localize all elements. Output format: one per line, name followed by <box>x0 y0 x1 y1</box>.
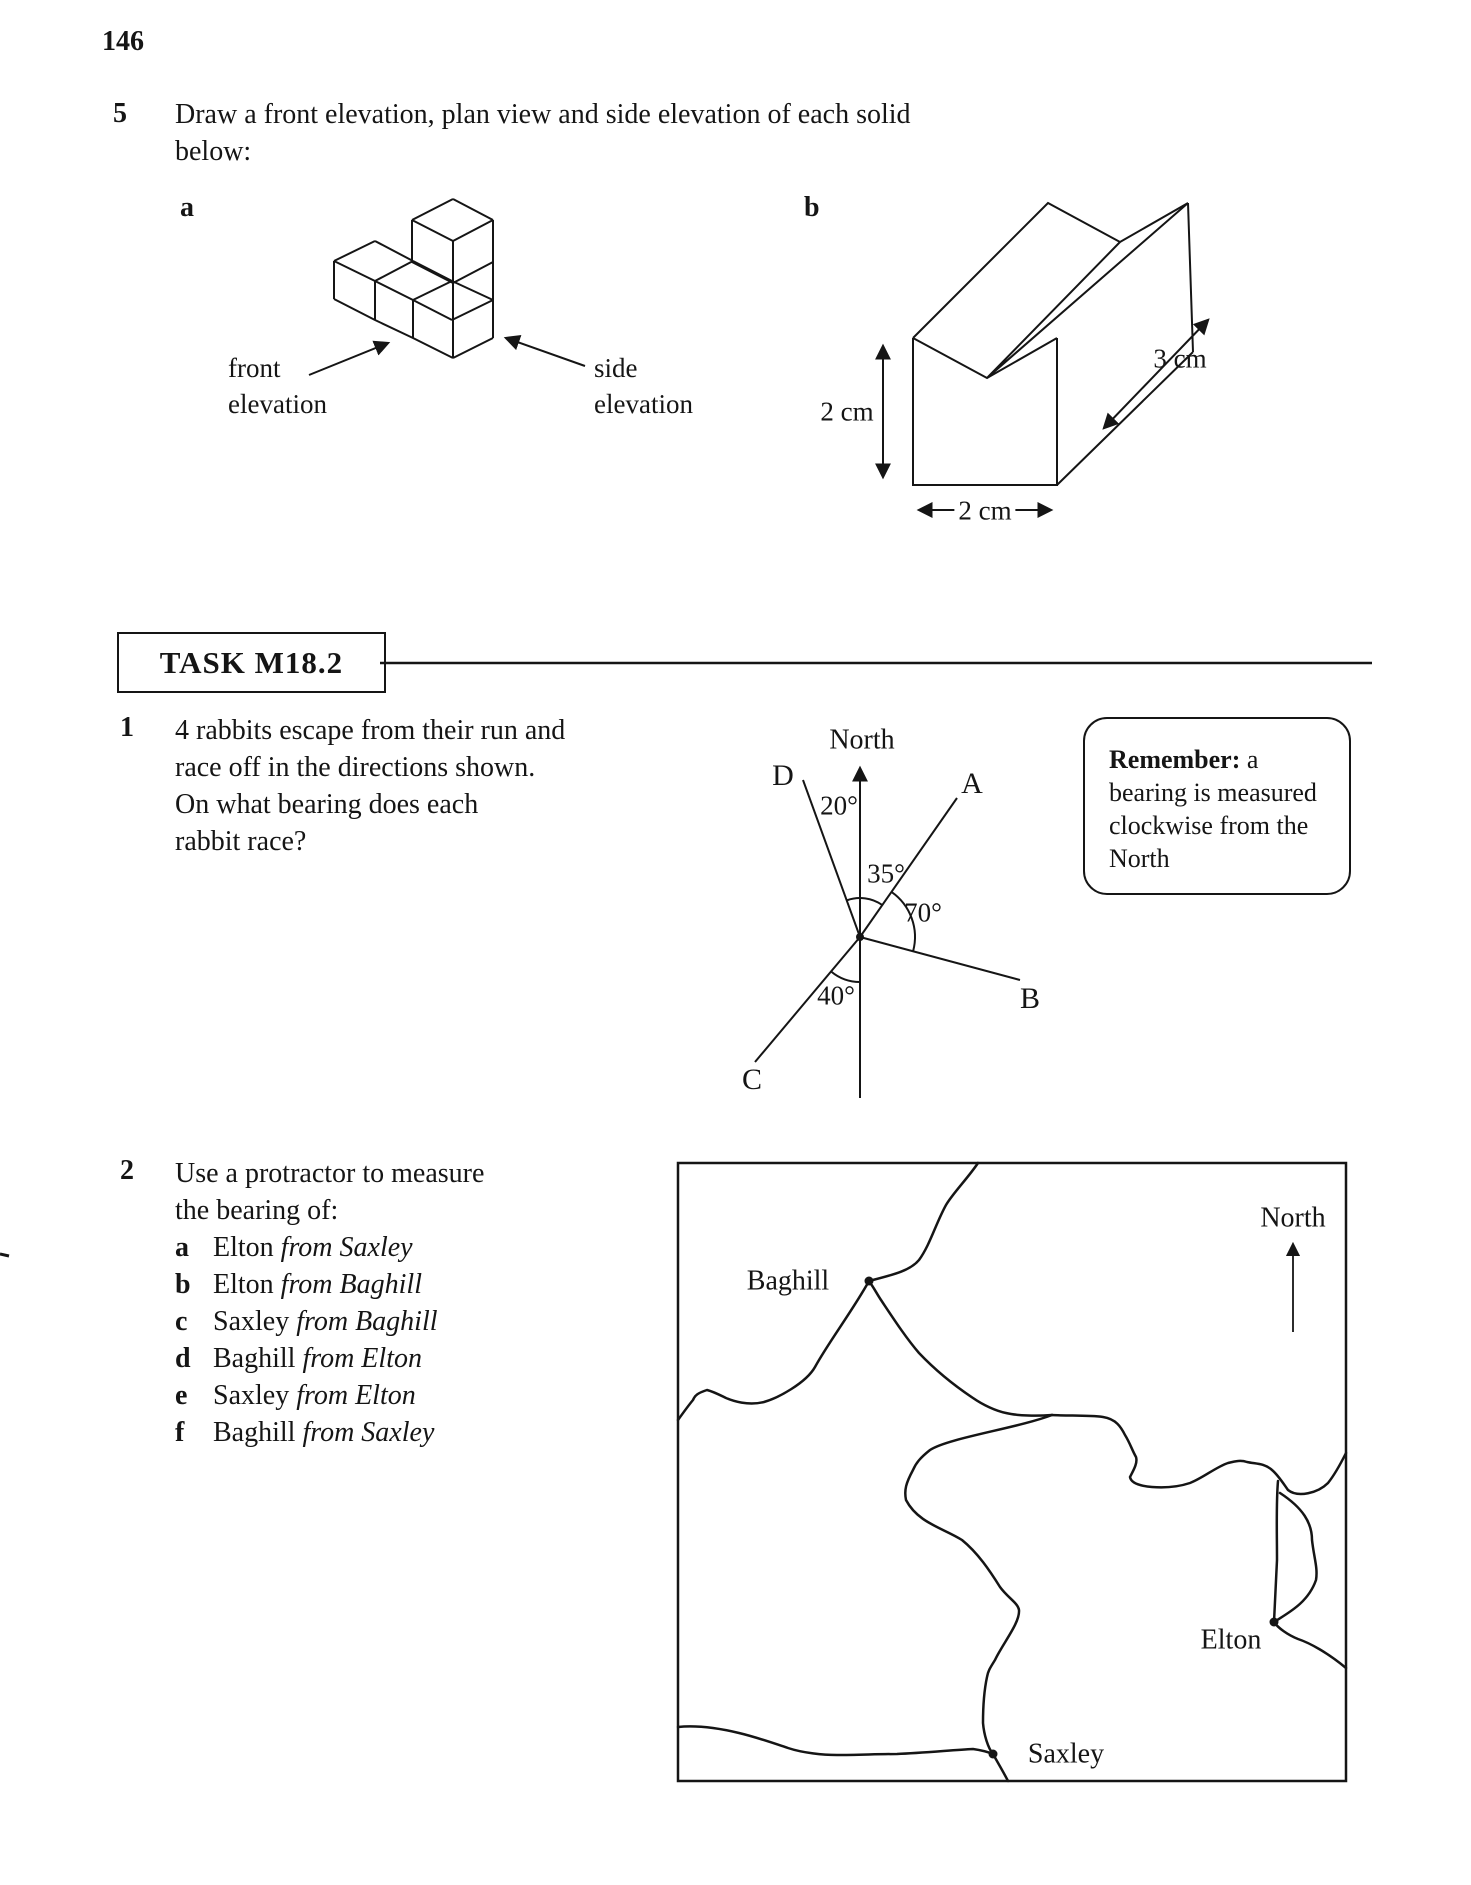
wedge-height-label: 2 cm <box>820 396 874 427</box>
angle-35-label: 35° <box>867 858 905 889</box>
q5-text: Draw a front elevation, plan view and si… <box>175 96 911 170</box>
q2-line1: Use a protractor to measure <box>175 1158 485 1189</box>
angle-20-label: 20° <box>820 790 858 821</box>
remember-box: Remember: a bearing is measured clockwis… <box>1083 717 1351 895</box>
angle-70-label: 70° <box>904 897 942 928</box>
elton-dot <box>1269 1617 1279 1627</box>
map-elton-label: Elton <box>1200 1624 1262 1656</box>
remember-label: Remember: <box>1109 745 1241 774</box>
map-border <box>676 1161 1348 1783</box>
q1-line3: On what bearing does each <box>175 789 479 820</box>
task-title: TASK M18.2 <box>159 644 344 680</box>
side-elevation-label: side elevation <box>594 353 693 419</box>
front-elevation-arrow <box>308 340 391 376</box>
q1-number: 1 <box>120 712 134 743</box>
angle-40-label: 40° <box>817 980 855 1011</box>
baghill-dot <box>864 1276 874 1286</box>
ray-c-label: C <box>741 1063 763 1096</box>
q1-line1: 4 rabbits escape from their run and <box>175 715 566 746</box>
q1-line4: rabbit race? <box>175 826 307 857</box>
cube-solid-drawing <box>333 198 494 359</box>
wedge-prism-drawing <box>912 201 1194 486</box>
map-baghill-label: Baghill <box>746 1265 830 1297</box>
map-north-label: North <box>1260 1202 1326 1234</box>
ray-a-label: A <box>961 767 983 800</box>
saxley-dot <box>988 1749 998 1759</box>
side-elevation-arrow <box>503 335 586 367</box>
wedge-width-label: 2 cm <box>954 495 1016 527</box>
task-header-box: TASK M18.2 <box>117 632 386 693</box>
q5-part-a-label: a <box>180 192 194 223</box>
q5-line2: below: <box>175 136 252 167</box>
bearings-diagram <box>754 765 1021 1098</box>
q1-text: 4 rabbits escape from their run and race… <box>175 712 565 860</box>
bearings-north-label: North <box>829 724 895 756</box>
ray-b-label: B <box>1019 982 1041 1015</box>
ray-d-label: D <box>772 759 794 792</box>
wedge-depth-label: 3 cm <box>1153 343 1207 374</box>
page-number: 146 <box>102 26 144 57</box>
front-elevation-label: front elevation <box>228 353 327 419</box>
map-saxley-label: Saxley <box>1027 1738 1105 1770</box>
q2-line2: the bearing of: <box>175 1195 339 1226</box>
q5-number: 5 <box>113 98 127 129</box>
q2-text: Use a protractor to measure the bearing … <box>175 1155 484 1451</box>
map-roads <box>676 1161 1348 1783</box>
bearings-origin-dot <box>856 933 864 941</box>
depth-dimension-arrow <box>1102 318 1210 430</box>
q5-part-b-label: b <box>804 192 820 223</box>
q1-line2: race off in the directions shown. <box>175 752 536 783</box>
q2-number: 2 <box>120 1155 134 1186</box>
q5-line1: Draw a front elevation, plan view and si… <box>175 99 911 130</box>
